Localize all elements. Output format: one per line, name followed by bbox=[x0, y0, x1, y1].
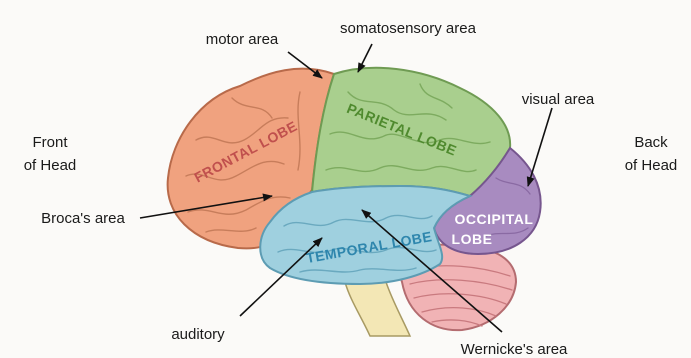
motor-area-label: motor area bbox=[206, 31, 279, 48]
auditory-label: auditory bbox=[171, 326, 225, 343]
somatosensory-area-label: somatosensory area bbox=[340, 20, 477, 37]
wernickes-area-label: Wernicke's area bbox=[461, 341, 568, 358]
front-of-head-label-line1: Front bbox=[32, 134, 68, 151]
back-of-head-label-line1: Back bbox=[634, 134, 668, 151]
visual-area-label: visual area bbox=[522, 91, 595, 108]
visual-area-arrow bbox=[528, 108, 552, 186]
back-of-head-label-line2: of Head bbox=[625, 157, 678, 174]
front-of-head-label-line2: of Head bbox=[24, 157, 77, 174]
occipital-lobe-label-line2: LOBE bbox=[452, 231, 493, 247]
brainstem bbox=[345, 282, 410, 336]
occipital-lobe-label: OCCIPITAL bbox=[455, 211, 534, 227]
brocas-area-label: Broca's area bbox=[41, 210, 125, 227]
